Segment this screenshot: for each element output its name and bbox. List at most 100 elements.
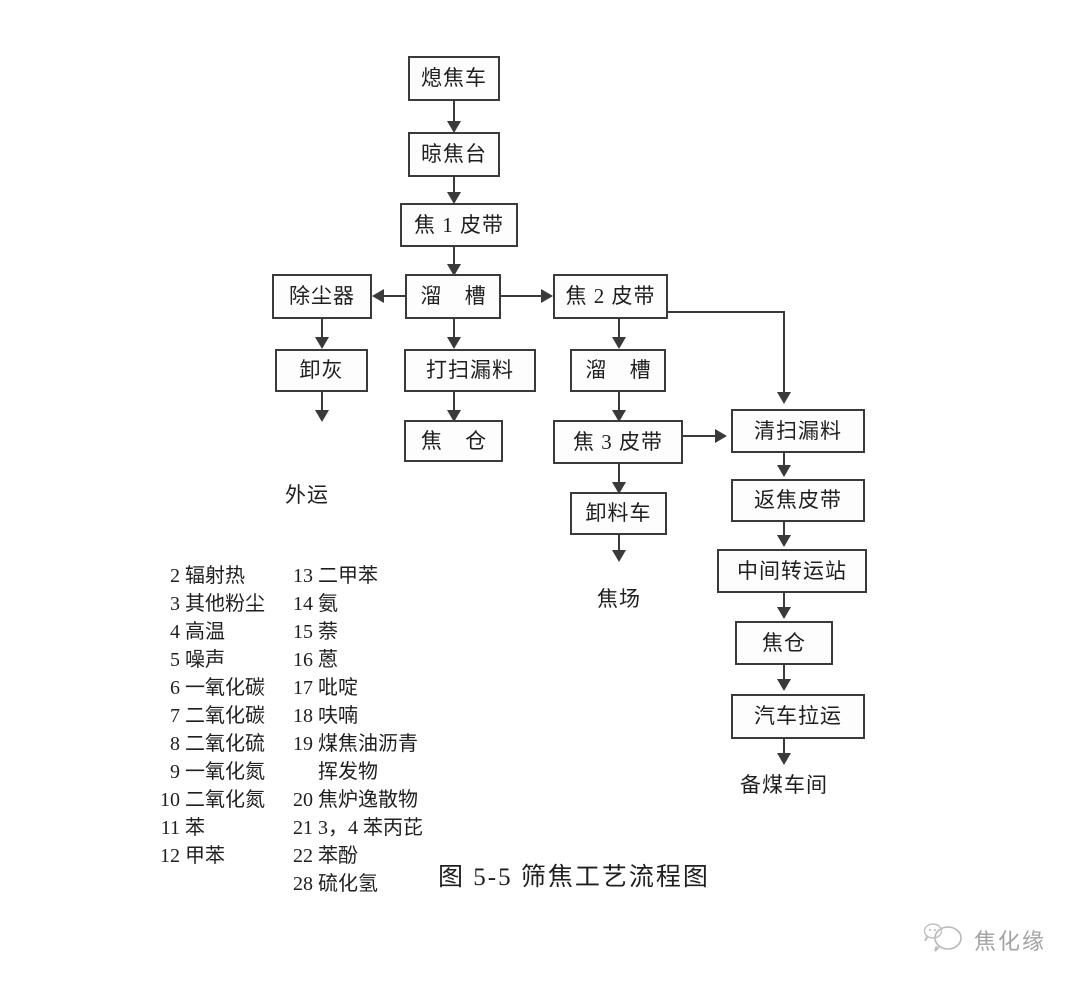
connector-belt1-to-chute1: [453, 247, 455, 274]
connector-chute2-to-belt3: [618, 392, 620, 418]
terminal-label: 外运: [285, 483, 329, 507]
legend-number: 9: [170, 761, 180, 783]
legend-item-continuation: 挥发物: [283, 758, 423, 786]
terminal-label: 备煤车间: [740, 773, 828, 797]
connector-transfer-to-bunker: [783, 593, 785, 607]
legend-number: 22: [293, 845, 313, 867]
terminal-external-transport: 外运: [285, 485, 329, 506]
node-label: 汽车拉运: [754, 704, 842, 728]
node-label: 焦 3 皮带: [573, 429, 663, 454]
legend-text: 苯: [185, 817, 205, 839]
terminal-coke-yard: 焦场: [597, 589, 641, 610]
terminal-label: 焦场: [597, 587, 641, 611]
connector-unloading-to-yard: [618, 535, 620, 557]
legend-number: 7: [170, 705, 180, 727]
node-return-belt: 返焦皮带: [731, 479, 865, 522]
connector-belt3-to-unloading: [618, 464, 620, 490]
legend-number: 5: [170, 649, 180, 671]
node-sweep-spillage: 打扫漏料: [404, 349, 536, 392]
connector-truck-to-coalshop: [783, 739, 785, 756]
legend-text: 硫化氢: [318, 873, 378, 895]
legend-text: 噪声: [185, 649, 225, 671]
legend-number: 11: [160, 817, 180, 839]
chat-bubble-icon: [922, 922, 964, 957]
arrow-down-icon: [777, 679, 791, 691]
node-dust-collector: 除尘器: [272, 274, 372, 319]
arrow-down-icon: [447, 410, 461, 422]
legend-number: 6: [170, 677, 180, 699]
legend-text: 二氧化硫: [185, 733, 265, 755]
figure-caption-text: 图 5-5 筛焦工艺流程图: [438, 864, 710, 891]
connector-dust-to-ash: [321, 319, 323, 345]
node-label: 清扫漏料: [754, 418, 842, 443]
arrow-down-icon: [777, 753, 791, 765]
legend-number: 14: [293, 593, 313, 615]
node-label: 熄焦车: [421, 66, 487, 90]
node-label: 卸灰: [299, 358, 344, 382]
arrow-down-icon: [315, 410, 329, 422]
arrow-down-icon: [447, 192, 461, 204]
node-coke-wharf: 晾焦台: [408, 132, 500, 177]
legend-text: 呋喃: [318, 705, 358, 727]
node-chute-1: 溜 槽: [405, 274, 501, 319]
node-ash-discharge: 卸灰: [275, 349, 368, 392]
node-label: 溜 槽: [420, 284, 495, 308]
node-coke-belt-1: 焦 1 皮带: [400, 203, 518, 247]
figure-caption: 图 5-5 筛焦工艺流程图: [438, 857, 710, 893]
connector-wharf-to-belt1: [453, 177, 455, 201]
legend-text: 甲苯: [185, 845, 225, 867]
legend-text: 蒽: [318, 649, 338, 671]
legend-text: 挥发物: [318, 761, 378, 783]
legend-text: 煤焦油沥青: [318, 733, 418, 755]
node-label: 返焦皮带: [754, 488, 842, 512]
legend-text: 辐射热: [185, 565, 245, 587]
node-truck-haul: 汽车拉运: [731, 694, 865, 739]
node-coke-bunker-right: 焦仓: [735, 621, 833, 665]
legend-number: 12: [160, 845, 180, 867]
connector-belt2-right: [668, 311, 785, 313]
legend-number: 3: [170, 593, 180, 615]
node-label: 焦 2 皮带: [565, 284, 656, 308]
legend-number: 2: [170, 565, 180, 587]
node-label: 除尘器: [289, 284, 355, 308]
legend-text: 氨: [318, 593, 338, 615]
connector-chute1-to-belt2: [501, 295, 541, 297]
arrow-down-icon: [777, 607, 791, 619]
arrow-down-icon: [777, 392, 791, 404]
node-quenching-car: 熄焦车: [408, 56, 500, 101]
node-coke-belt-3: 焦 3 皮带: [553, 420, 683, 464]
node-chute-2: 溜 槽: [570, 349, 666, 392]
watermark: 焦化缘: [922, 922, 1046, 957]
arrow-down-icon: [315, 337, 329, 349]
arrow-down-icon: [447, 121, 461, 133]
arrow-right-icon: [541, 289, 553, 303]
legend-number: 10: [160, 789, 180, 811]
legend-text: 吡啶: [318, 677, 358, 699]
terminal-coal-prep-shop: 备煤车间: [740, 775, 828, 796]
arrow-right-icon: [715, 429, 727, 443]
node-label: 中间转运站: [737, 558, 847, 583]
connector-bunker-to-truck: [783, 665, 785, 679]
legend-text: 二甲苯: [318, 565, 378, 587]
legend-text: 萘: [318, 621, 338, 643]
node-label: 卸料车: [585, 501, 652, 525]
arrow-down-icon: [777, 535, 791, 547]
legend-number: 21: [293, 817, 313, 839]
legend-number: 19: [293, 733, 313, 755]
legend-text: 苯酚: [318, 845, 358, 867]
connector-chute1-to-dust: [384, 295, 405, 297]
